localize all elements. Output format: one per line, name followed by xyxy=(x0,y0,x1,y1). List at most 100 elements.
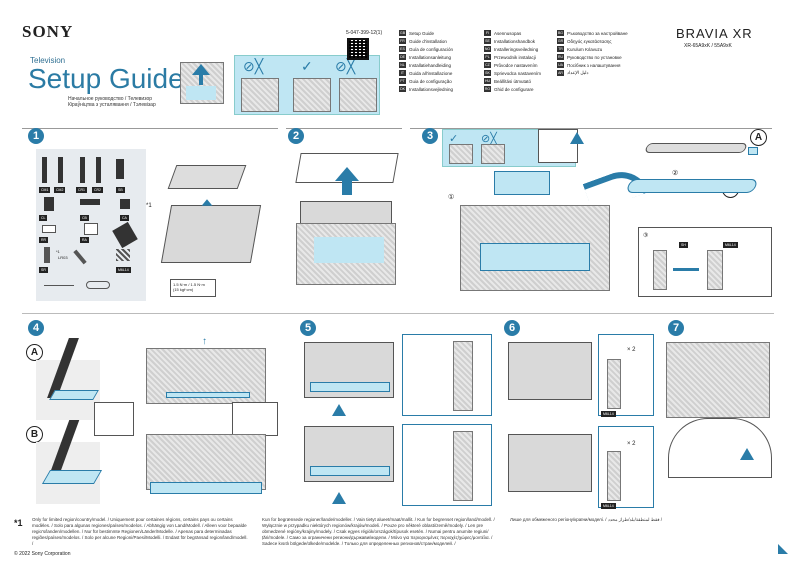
language-code: CZ xyxy=(484,62,491,68)
cable-cover-part xyxy=(42,157,47,183)
part-tag-ca: CA xyxy=(120,215,129,221)
part-tag-m6l14-3: M6L14 xyxy=(601,411,616,417)
step-1-badge: 1 xyxy=(28,128,44,144)
prohibit-icon: ⊘╳ xyxy=(243,58,264,74)
language-name: Guide d'installation xyxy=(409,38,447,44)
language-code: FI xyxy=(484,30,491,36)
language-code: HU xyxy=(484,78,491,84)
step3-panel: 3 ✓ ⊘╳ ① A ② B ③ SH M6L14 xyxy=(410,128,772,306)
warning-icon-7 xyxy=(740,448,754,460)
doc-number: 5-047-399-12(1) xyxy=(346,30,383,36)
qr-code xyxy=(347,38,369,60)
option-a-badge: A xyxy=(750,129,767,146)
step-7-badge: 7 xyxy=(668,320,684,336)
prohibit-icon-3: ⊘╳ xyxy=(481,133,497,145)
tv-panel-step1 xyxy=(160,199,262,267)
language-code: SK xyxy=(484,70,491,76)
parts-list: CM1 CM2 CR1 CR2 SB CL CB CA RR RA *1 LR0… xyxy=(36,149,146,301)
language-code: NL xyxy=(399,62,406,68)
language-name: دليل الإعداد xyxy=(567,70,589,75)
torque-spec: 1.5 N·m / 1.5 N·m (15 kgf·cm) xyxy=(170,279,216,297)
asterisk-note-1: *1 xyxy=(56,249,60,254)
model-number: XR-65A9xK / 55A9xK xyxy=(684,43,732,49)
language-name: Beállítási útmutató xyxy=(494,78,532,84)
lift-arrow-icon xyxy=(335,167,359,181)
corner-mark xyxy=(778,544,788,554)
rotate-label: ② xyxy=(672,170,679,177)
step3-detail-inset: ③ SH M6L14 xyxy=(638,227,772,297)
product-name: BRAVIA XR xyxy=(676,26,753,41)
language-code: RU xyxy=(557,54,564,60)
step-4-badge: 4 xyxy=(28,320,44,336)
step6-panel: 6 × 2 M6L14 × 2 M6L14 xyxy=(502,320,658,516)
language-name: Installationshandbok xyxy=(494,38,536,44)
check-icon-3: ✓ xyxy=(449,133,459,145)
part-tag-m6l14-4: M6L14 xyxy=(601,503,616,509)
language-code: SE xyxy=(484,38,491,44)
language-code: DE xyxy=(399,54,406,60)
screw-count-1: × 2 xyxy=(627,347,636,353)
substep-3: ③ xyxy=(643,233,649,239)
language-code: GB xyxy=(399,30,406,36)
step-6-badge: 6 xyxy=(504,320,520,336)
language-name: Guida all'installazione xyxy=(409,70,453,76)
step-5-badge: 5 xyxy=(300,320,316,336)
language-code: AR xyxy=(557,70,564,76)
step4-option-a: A xyxy=(26,344,43,361)
up-arrow-icon: ↑ xyxy=(202,336,207,347)
part-tag-ra: RA xyxy=(80,237,89,243)
language-code: PT xyxy=(399,78,406,84)
part-tag-lr03: LR03 xyxy=(58,255,68,260)
warning-icon-5a xyxy=(332,404,346,416)
footnote-asterisk: *1 xyxy=(14,518,23,528)
warning-icon xyxy=(570,132,584,144)
step-2-badge: 2 xyxy=(288,128,304,144)
language-code: ES xyxy=(399,46,406,52)
language-name: Installationsvejledning xyxy=(409,86,454,92)
step5-panel: 5 xyxy=(298,320,498,516)
page-title: Setup Guide xyxy=(28,63,184,94)
language-code: GR xyxy=(557,38,564,44)
footnote-right: Лише для обмеженого регіону/країни/модел… xyxy=(510,517,663,522)
soundbar-part xyxy=(167,165,247,189)
language-code: PL xyxy=(484,54,491,60)
asterisk-marker: *1 xyxy=(146,203,152,209)
language-name: Průvodce nastavením xyxy=(494,62,538,68)
step4-tv-illustration-b xyxy=(126,420,286,500)
subtitle-ru: Начальное руководство / Телевизор xyxy=(68,96,153,102)
step7-panel: 7 xyxy=(662,320,774,516)
part-tag-sr: SR xyxy=(39,267,48,273)
arrow-up-icon xyxy=(192,64,210,75)
step-3-badge: 3 xyxy=(422,128,438,144)
language-name: Przewodnik instalacji xyxy=(494,54,536,60)
language-code: TR xyxy=(557,46,564,52)
language-name: Οδηγός εγκατάστασης xyxy=(567,38,612,44)
step4-option-b: B xyxy=(26,426,43,443)
substep-1: ① xyxy=(448,194,455,201)
part-tag-cm2: CM2 xyxy=(54,187,66,193)
category-label: Television xyxy=(30,56,66,65)
screw-count-2: × 2 xyxy=(627,441,636,447)
language-name: Руководство по установке xyxy=(567,54,622,60)
language-name: Sprievodca nastavením xyxy=(494,70,542,76)
language-code: FR xyxy=(399,38,406,44)
language-code: IT xyxy=(399,70,406,76)
language-name: Ghid de configurare xyxy=(494,86,534,92)
language-code: RO xyxy=(484,86,491,92)
